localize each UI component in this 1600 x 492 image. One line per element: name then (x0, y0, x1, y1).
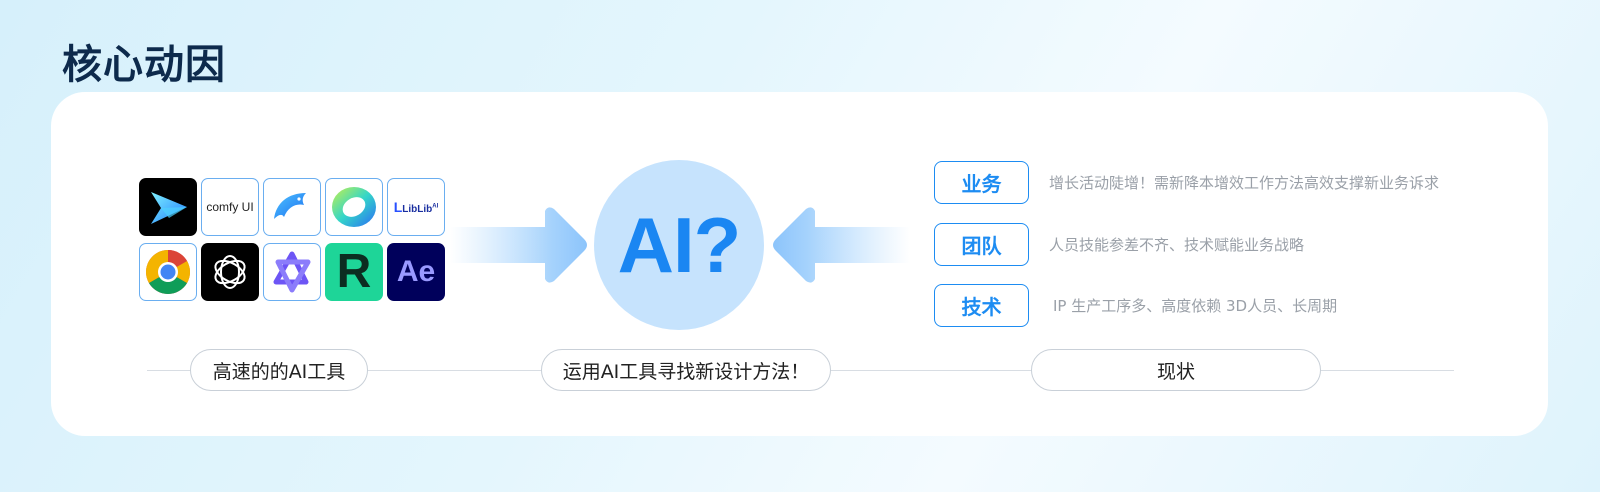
caption-tools: 高速的的AI工具 (190, 349, 368, 391)
arrow-right-icon (450, 207, 587, 283)
ai-tools-grid: comfy UI LLibLibAI (139, 178, 445, 301)
chrome-icon[interactable] (139, 243, 197, 301)
app-1-icon[interactable] (139, 178, 197, 236)
status-desc-business: 增长活动陡增！需新降本增效工作方法高效支撑新业务诉求 (1049, 174, 1440, 192)
liblib-icon[interactable]: LLibLibAI (387, 178, 445, 236)
caption-status: 现状 (1031, 349, 1321, 391)
status-row-team: 团队 人员技能参差不齐、技术赋能业务战略 (934, 223, 1304, 266)
arrow-left-icon (773, 207, 910, 283)
status-desc-tech: IP 生产工序多、高度依赖 3D人员、长周期 (1053, 297, 1338, 315)
status-desc-team: 人员技能参差不齐、技术赋能业务战略 (1049, 236, 1305, 254)
openai-knot-icon[interactable] (201, 243, 259, 301)
ai-question-circle: AI? (594, 160, 764, 330)
r-letter-icon[interactable]: R (325, 243, 383, 301)
after-effects-icon[interactable]: Ae (387, 243, 445, 301)
star-knot-icon[interactable] (263, 243, 321, 301)
status-row-business: 业务 增长活动陡增！需新降本增效工作方法高效支撑新业务诉求 (934, 161, 1439, 204)
status-tag-team[interactable]: 团队 (934, 223, 1029, 266)
page-title: 核心动因 (62, 42, 226, 88)
status-row-tech: 技术 IP 生产工序多、高度依赖 3D人员、长周期 (934, 284, 1337, 327)
status-tag-tech[interactable]: 技术 (934, 284, 1029, 327)
ring-icon[interactable] (325, 178, 383, 236)
status-tag-business[interactable]: 业务 (934, 161, 1029, 204)
dolphin-icon[interactable] (263, 178, 321, 236)
comfy-ui-icon[interactable]: comfy UI (201, 178, 259, 236)
ai-question-text: AI? (617, 200, 742, 289)
caption-center: 运用AI工具寻找新设计方法！ (541, 349, 831, 391)
